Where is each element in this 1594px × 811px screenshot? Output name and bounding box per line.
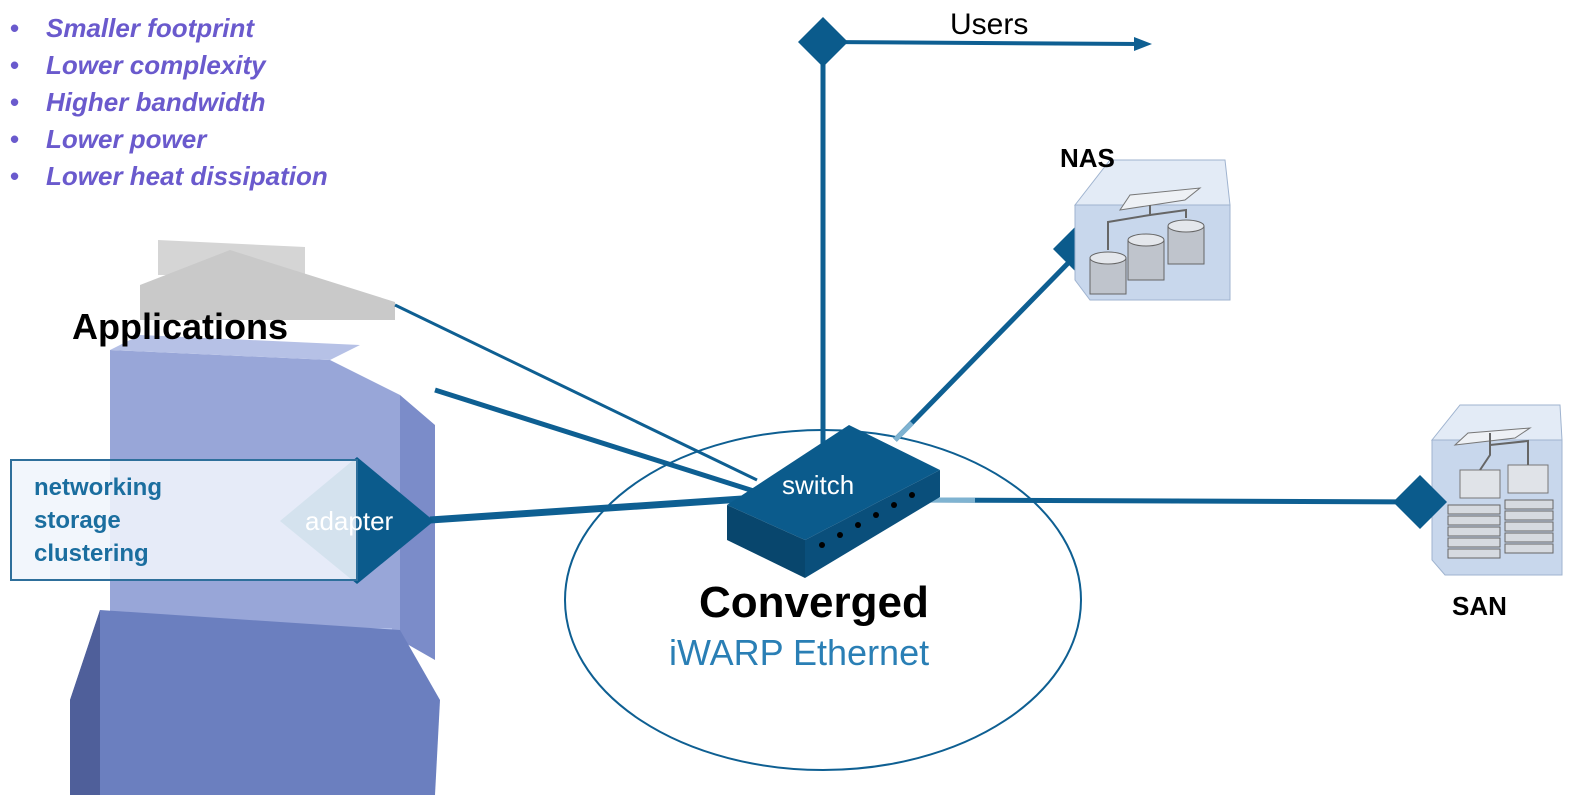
converged-subtitle: iWARP Ethernet xyxy=(669,632,930,673)
switch-device xyxy=(727,425,940,578)
service-item: clustering xyxy=(34,540,149,567)
san-link xyxy=(909,497,1421,505)
nas-disk-3 xyxy=(1167,225,1205,265)
users-link xyxy=(822,40,1141,46)
san-label: SAN xyxy=(1452,591,1507,621)
switch-front-face xyxy=(805,470,940,578)
nas-controller xyxy=(1118,187,1202,211)
switch-port xyxy=(855,522,861,528)
benefit-item: Lower power xyxy=(10,121,328,158)
nas-link xyxy=(893,253,1078,442)
san-controller xyxy=(1453,427,1532,446)
users-label: Users xyxy=(950,8,1029,41)
switch-ports xyxy=(819,492,915,548)
nas-disk-2-top xyxy=(1127,233,1165,247)
switch-label: switch xyxy=(782,470,855,500)
network-links xyxy=(394,40,1421,524)
san-head-2 xyxy=(1507,464,1549,494)
server-side xyxy=(330,360,435,660)
san-connector-icon xyxy=(1393,475,1447,529)
benefit-item: Higher bandwidth xyxy=(10,84,328,121)
nas-disks xyxy=(1089,219,1205,295)
benefit-item: Lower heat dissipation xyxy=(10,158,328,195)
san-head-1 xyxy=(1459,469,1501,499)
nas-wire-1 xyxy=(1107,205,1151,250)
service-item: networking xyxy=(34,474,163,501)
nas-device xyxy=(1073,159,1231,301)
adapter-label: adapter xyxy=(305,506,394,536)
switch-port xyxy=(909,492,915,498)
switch-top xyxy=(727,425,940,540)
san-shelf xyxy=(1447,548,1501,559)
san-shelf xyxy=(1504,521,1554,532)
switch-left-face xyxy=(727,505,805,578)
san-disk-array xyxy=(1447,499,1554,559)
nas-disk-1-top xyxy=(1089,251,1127,265)
san-box-top xyxy=(1430,404,1563,441)
san-shelf xyxy=(1447,504,1501,515)
san-shelf xyxy=(1504,499,1554,510)
server-base xyxy=(70,610,440,795)
app-layer-2 xyxy=(140,250,395,320)
users-arrow-icon xyxy=(1134,37,1152,51)
san-shelf xyxy=(1447,537,1501,548)
app-link-1 xyxy=(394,303,758,482)
benefits-list: Smaller footprint Lower complexity Highe… xyxy=(10,10,328,195)
server-top xyxy=(110,335,360,360)
san-device xyxy=(1430,404,1563,576)
applications-label: Applications xyxy=(72,306,289,347)
switch-port xyxy=(873,512,879,518)
server-base-shadow xyxy=(70,610,100,795)
converged-title: Converged xyxy=(699,578,929,627)
users-connector-icon xyxy=(798,17,848,67)
services-box xyxy=(10,459,358,581)
benefit-item: Lower complexity xyxy=(10,47,328,84)
switch-port xyxy=(819,542,825,548)
san-wire-2 xyxy=(1489,439,1529,465)
nas-link-highlight xyxy=(893,421,914,442)
switch-port xyxy=(891,502,897,508)
san-shelf xyxy=(1504,543,1554,554)
san-shelf xyxy=(1504,532,1554,543)
benefit-item: Smaller footprint xyxy=(10,10,328,47)
adapter-link xyxy=(429,494,758,524)
san-shelf xyxy=(1504,510,1554,521)
san-wire-1 xyxy=(1479,433,1491,471)
san-shelf xyxy=(1447,526,1501,537)
nas-label: NAS xyxy=(1060,143,1115,173)
nas-wire-2 xyxy=(1149,208,1187,218)
app-link-2 xyxy=(434,387,761,496)
san-shelf xyxy=(1447,515,1501,526)
services-list: networking storage clustering xyxy=(34,471,162,570)
nas-disk-3-top xyxy=(1167,219,1205,233)
nas-disk-2 xyxy=(1127,239,1165,281)
service-item: storage xyxy=(34,507,121,534)
switch-port xyxy=(837,532,843,538)
